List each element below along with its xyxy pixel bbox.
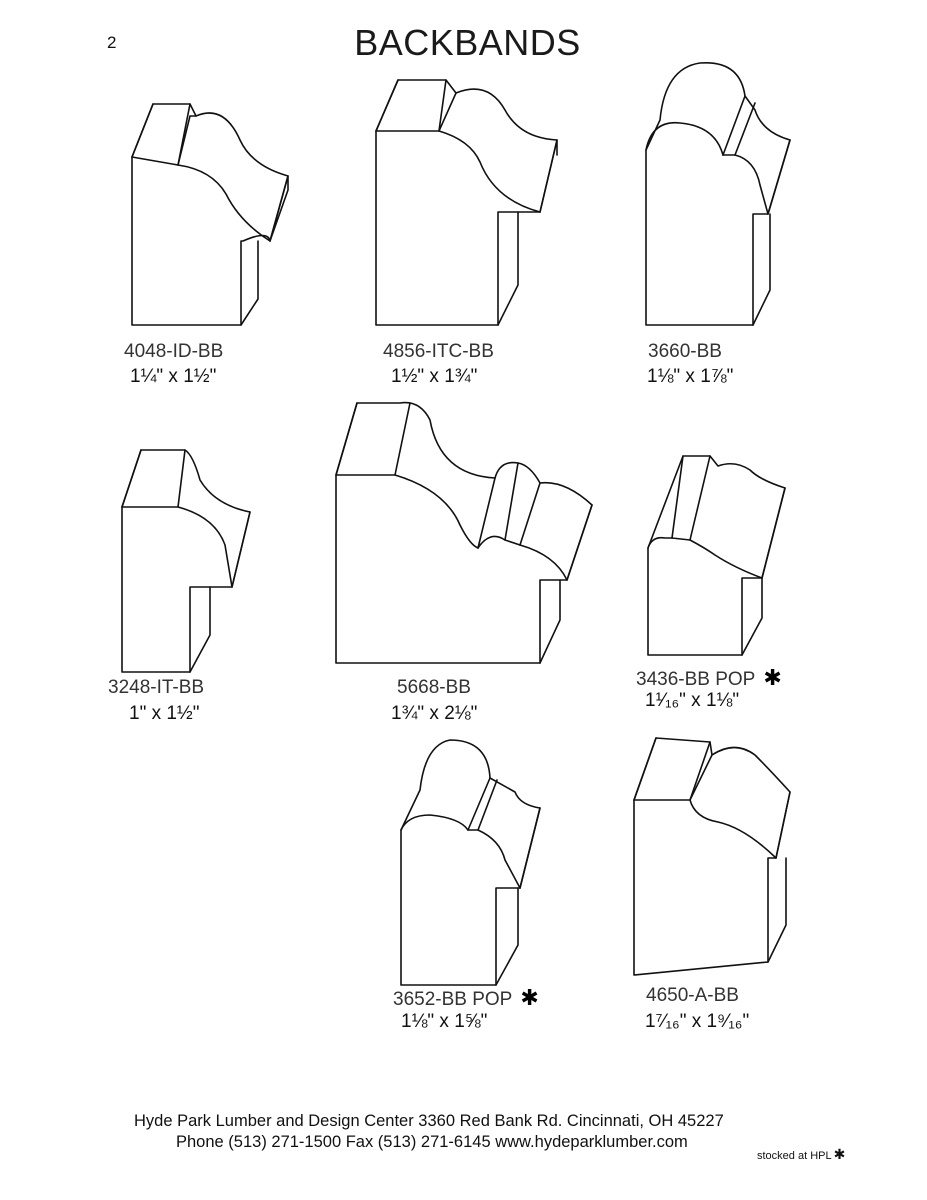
profile-size-3436-bb-pop: 1¹⁄₁₆" x 1⅛"	[645, 690, 740, 711]
profile-size-3660-bb: 1⅛" x 1⅞"	[647, 366, 734, 387]
profile-name-text: 3652-BB POP	[393, 989, 513, 1010]
page-title: BACKBANDS	[354, 22, 581, 63]
profile-name-4856-itc-bb: 4856-ITC-BB	[383, 341, 494, 362]
profile-size-3248-it-bb: 1" x 1½"	[129, 703, 200, 724]
profile-name-3652-bb-pop: 3652-BB POP ✱	[393, 985, 539, 1011]
profile-name-3660-bb: 3660-BB	[648, 341, 722, 362]
page-number: 2	[107, 33, 117, 52]
profile-name-text: 3436-BB POP	[636, 669, 756, 690]
profile-drawing-5668-bb	[335, 401, 593, 664]
stock-note-text: stocked at HPL	[757, 1150, 832, 1162]
stocked-star-icon: ✱	[520, 985, 539, 1010]
profile-size-4650-a-bb: 1⁷⁄₁₆" x 1⁹⁄₁₆"	[645, 1011, 750, 1032]
profile-size-5668-bb: 1¾" x 2⅛"	[391, 703, 478, 724]
profile-drawing-3248-it-bb	[121, 449, 251, 673]
profile-name-4048-id-bb: 4048-ID-BB	[124, 341, 224, 362]
profile-size-4856-itc-bb: 1½" x 1¾"	[391, 366, 478, 387]
profile-name-4650-a-bb: 4650-A-BB	[646, 985, 739, 1006]
stocked-star-icon: ✱	[833, 1146, 846, 1162]
profile-drawing-4856-itc-bb	[375, 79, 558, 326]
footer-address: Hyde Park Lumber and Design Center 3360 …	[134, 1112, 724, 1130]
stocked-star-icon: ✱	[763, 665, 782, 690]
profile-name-5668-bb: 5668-BB	[397, 677, 471, 698]
profile-drawing-3436-bb-pop	[647, 455, 786, 656]
profile-name-3436-bb-pop: 3436-BB POP ✱	[636, 665, 782, 691]
profile-drawing-4650-a-bb	[633, 737, 791, 976]
profile-drawing-4048-id-bb	[131, 103, 289, 326]
profile-drawing-3660-bb	[645, 62, 791, 326]
profile-size-3652-bb-pop: 1⅛" x 1⅝"	[401, 1011, 488, 1032]
profile-drawing-3652-bb-pop	[400, 739, 541, 986]
profile-name-3248-it-bb: 3248-IT-BB	[108, 677, 205, 698]
stock-note: stocked at HPL✱	[757, 1146, 845, 1163]
footer-contact: Phone (513) 271-1500 Fax (513) 271-6145 …	[176, 1133, 688, 1151]
profile-size-4048-id-bb: 1¼" x 1½"	[130, 366, 217, 387]
